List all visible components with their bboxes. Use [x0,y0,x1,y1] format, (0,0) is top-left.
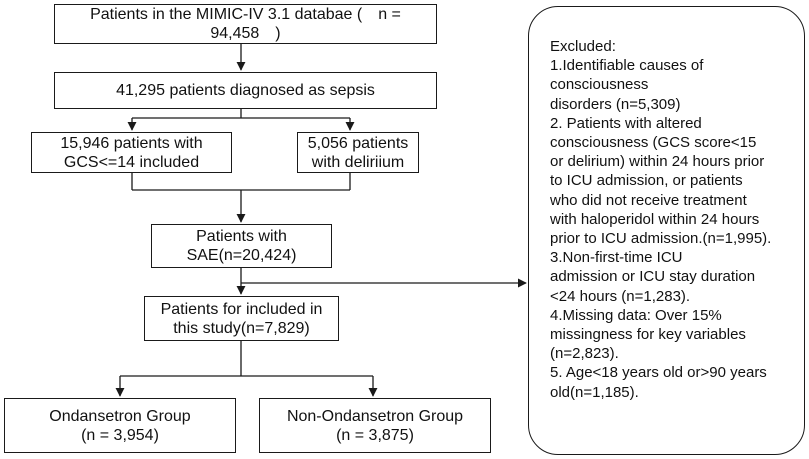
box-ondansetron-line2: (n = 3,954) [81,426,159,444]
excluded-line: disorders (n=5,309) [550,95,681,113]
excluded-line: who did not receive treatment [550,191,747,209]
excluded-line: or delirium) within 24 hours prior [550,153,765,171]
box-mimic-patients: Patients in the MIMIC-IV 3.1 databae ( n… [54,4,437,44]
excluded-line: old(n=1,185). [550,383,639,401]
box-ondansetron-group: Ondansetron Group (n = 3,954) [4,398,236,453]
box-non-ondansetron-line1: Non-Ondansetron Group [286,407,464,425]
excluded-line: missingness for key variables [550,326,746,344]
excluded-line: 1.Identifiable causes of [550,57,704,75]
excluded-line: 3.Non-first-time ICU [550,249,683,267]
excluded-line: prior to ICU admission.(n=1,995). [550,230,772,248]
box-delirium-line1: 5,056 patients [307,134,409,152]
excluded-line: 2. Patients with altered [550,114,702,132]
box-sae-line2: SAE(n=20,424) [186,247,297,264]
box-ondansetron-line1: Ondansetron Group [49,407,191,425]
excluded-line: (n=2,823). [550,345,619,363]
box-gcs-line2: GCS<=14 included [63,153,200,171]
box-sae-line1: Patients with [196,228,287,245]
box-sepsis-patients-text: 41,295 patients diagnosed as sepsis [116,82,375,99]
box-mimic-patients-text: Patients in the MIMIC-IV 3.1 databae ( n… [90,6,401,42]
excluded-line: <24 hours (n=1,283). [550,287,691,305]
excluded-line: to ICU admission, or patients [550,172,743,190]
box-delirium-patients: 5,056 patients with deliriium [297,132,419,173]
box-study-line2: this study(n=7,829) [173,319,310,337]
box-delirium-line2: with deliriium [311,153,405,171]
box-gcs-line1: 15,946 patients with [60,134,203,152]
excluded-line: 5. Age<18 years old or>90 years [550,364,767,382]
excluded-box: Excluded: 1.Identifiable causes of consc… [528,6,805,455]
excluded-line: admission or ICU stay duration [550,268,756,286]
box-non-ondansetron-group: Non-Ondansetron Group (n = 3,875) [259,398,491,453]
box-study-patients: Patients for included in this study(n=7,… [144,296,339,341]
excluded-line: consciousness (GCS score<15 [550,134,757,152]
box-sepsis-patients: 41,295 patients diagnosed as sepsis [54,72,437,109]
excluded-line: consciousness [550,76,649,94]
box-study-line1: Patients for included in [160,300,323,318]
excluded-line: Excluded: [550,38,616,55]
excluded-line: 4.Missing data: Over 15% [550,306,722,324]
box-sae-patients: Patients with SAE(n=20,424) [151,224,332,268]
box-gcs-patients: 15,946 patients with GCS<=14 included [31,132,232,173]
excluded-line: with haloperidol within 24 hours [550,210,760,228]
box-non-ondansetron-line2: (n = 3,875) [336,426,414,444]
